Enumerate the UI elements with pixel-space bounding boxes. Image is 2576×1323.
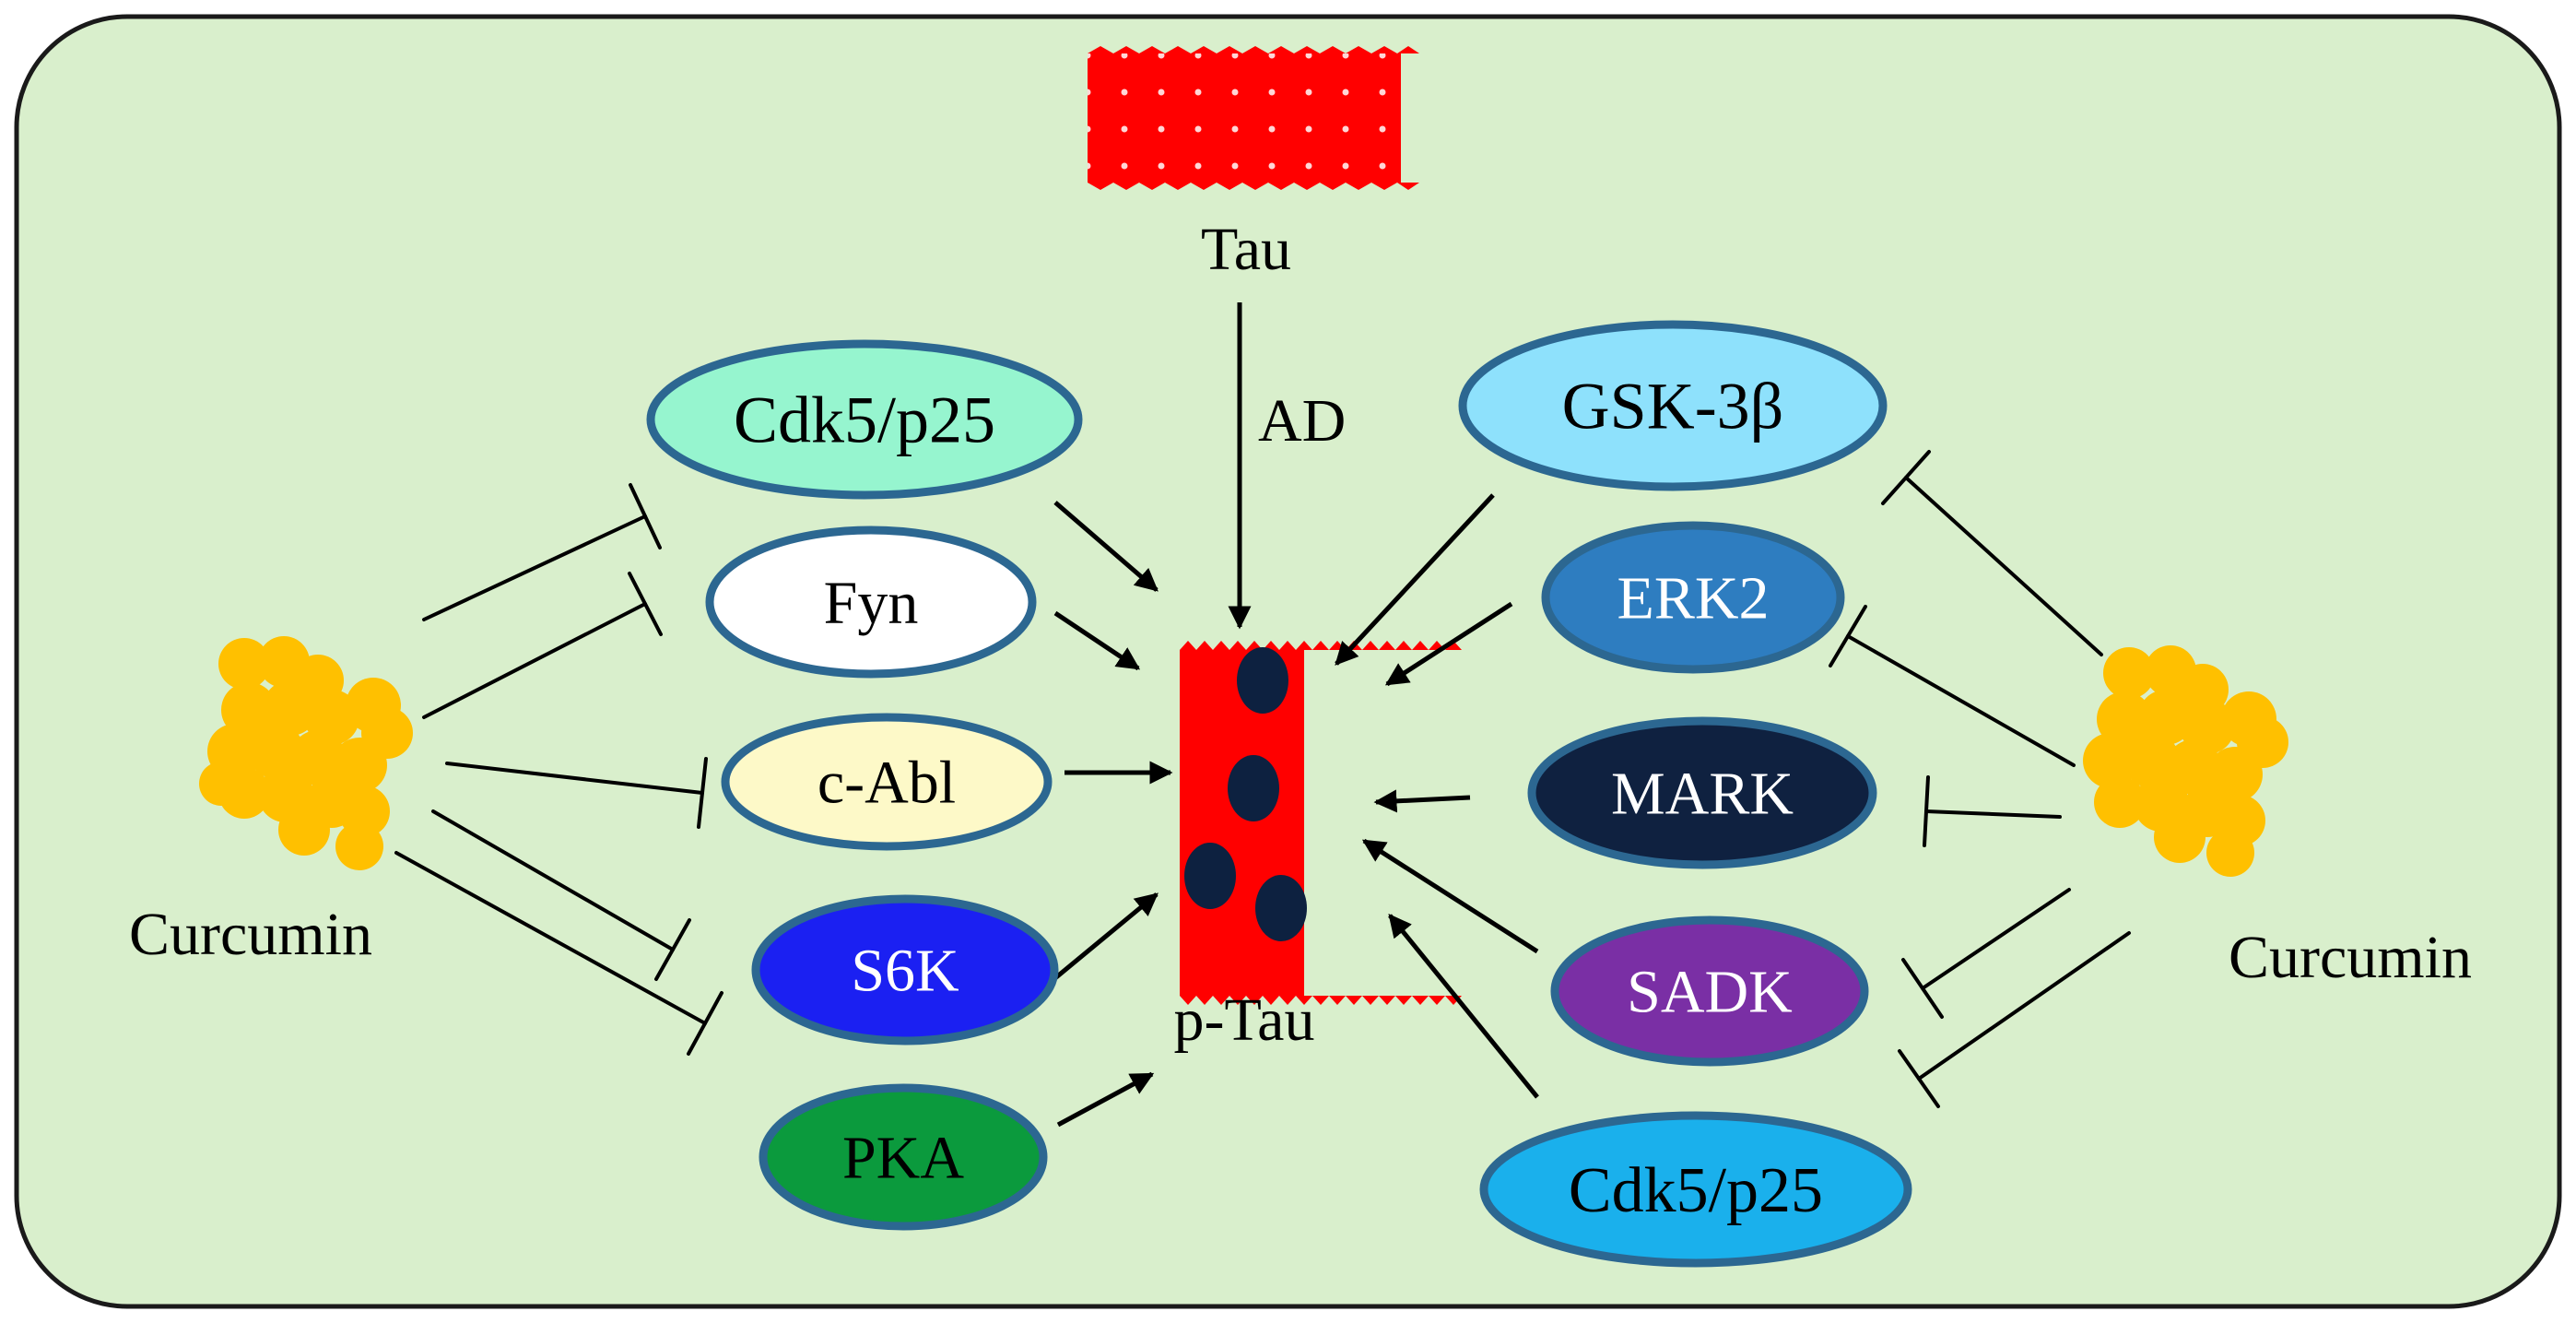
right-kinase-node: ERK2	[1541, 521, 1845, 674]
left-kinase-label: S6K	[851, 937, 959, 1004]
left-kinase-ellipse	[721, 713, 1053, 851]
right-kinase-label: GSK-3β	[1562, 369, 1784, 443]
curcumin-left-label: Curcumin	[129, 901, 372, 968]
activation-arrows	[1049, 493, 1539, 1128]
right-kinase-node: MARK	[1527, 716, 1877, 869]
curcumin-right-molecule	[2083, 645, 2288, 877]
left-kinase-label: Cdk5/p25	[734, 383, 995, 456]
ad-label: AD	[1258, 387, 1346, 455]
ptau-block	[1180, 641, 1462, 1005]
right-kinase-node: SADK	[1550, 915, 1869, 1067]
left-kinase-node: c-Abl	[721, 713, 1053, 851]
right-kinase-label: Cdk5/p25	[1569, 1155, 1823, 1226]
right-kinase-label: MARK	[1611, 760, 1794, 827]
tau-label: Tau	[1201, 216, 1291, 283]
right-kinase-ellipse	[1550, 915, 1869, 1067]
tau-filament	[1088, 46, 1419, 190]
right-inhibition-lines	[1829, 450, 2131, 1108]
right-kinase-label: SADK	[1627, 958, 1793, 1025]
phospho-site	[1184, 843, 1236, 909]
right-kinase-label: ERK2	[1617, 564, 1770, 632]
right-kinase-node: Cdk5/p25	[1479, 1111, 1912, 1268]
left-kinase-label: c-Abl	[817, 749, 956, 816]
ptau-label: p-Tau	[1174, 986, 1315, 1054]
phospho-site	[1237, 647, 1288, 714]
right-kinase-ellipse	[1458, 320, 1888, 491]
left-kinase-node: PKA	[759, 1083, 1048, 1231]
left-kinase-node: Cdk5/p25	[646, 339, 1083, 500]
right-kinase-node: GSK-3β	[1458, 320, 1888, 491]
left-kinase-ellipse	[705, 526, 1037, 679]
right-kinase-ellipse	[1527, 716, 1877, 869]
left-kinase-node: Fyn	[705, 526, 1037, 679]
left-kinase-ellipse	[751, 894, 1059, 1045]
left-kinase-ellipse	[759, 1083, 1048, 1231]
curcumin-right-label: Curcumin	[2229, 924, 2472, 991]
left-kinase-node: S6K	[751, 894, 1059, 1045]
phospho-site	[1255, 875, 1307, 941]
left-kinase-ellipse	[646, 339, 1083, 500]
right-kinase-ellipse	[1541, 521, 1845, 674]
curcumin-left-molecule	[199, 636, 413, 870]
left-kinase-label: Fyn	[824, 569, 919, 636]
left-kinase-label: PKA	[842, 1124, 964, 1191]
right-kinase-ellipse	[1479, 1111, 1912, 1268]
left-inhibition-lines	[394, 483, 723, 1056]
phospho-site	[1228, 755, 1279, 821]
